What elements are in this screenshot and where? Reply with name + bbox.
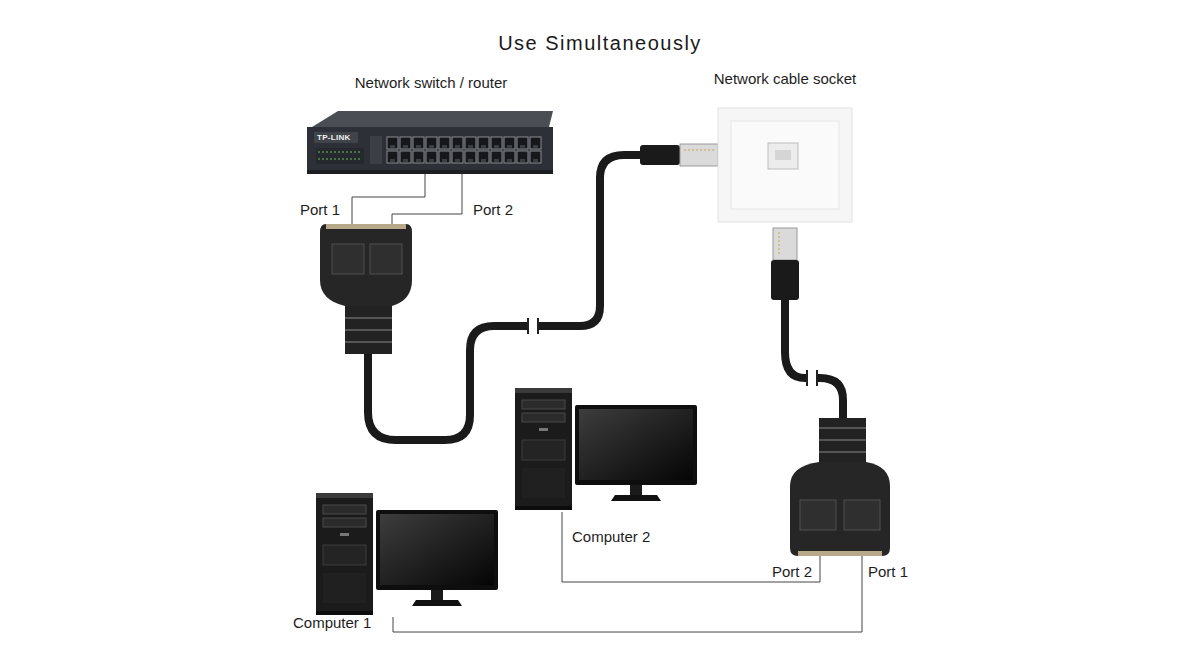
splitter-body	[790, 462, 890, 556]
node-label: Network cable socket	[700, 70, 870, 88]
splitter-port	[370, 244, 402, 274]
switch-top	[312, 111, 553, 127]
computer-illustration	[515, 388, 697, 510]
splitter-port	[332, 244, 364, 274]
wall-socket	[718, 108, 852, 222]
rib	[819, 427, 866, 429]
node-label: Network switch / router	[300, 74, 562, 92]
splitter	[790, 418, 890, 556]
rj45-connector	[773, 228, 797, 260]
network-cable	[785, 300, 843, 420]
splitter	[320, 224, 412, 354]
node-label: Computer 2	[572, 528, 702, 546]
port-label: Port 2	[473, 201, 513, 219]
break-mark	[806, 370, 808, 386]
port-label: Port 1	[868, 563, 908, 581]
led-row	[318, 159, 362, 160]
rj45-plug	[771, 260, 799, 300]
led-panel	[316, 148, 364, 164]
splitter-port	[800, 500, 836, 530]
rib	[345, 317, 392, 319]
leader-line	[562, 512, 820, 582]
socket-jack	[768, 143, 798, 169]
socket-node: Network cable socket	[700, 66, 870, 224]
splitter-port	[844, 500, 880, 530]
switch-panel	[370, 136, 382, 164]
socket-plate	[718, 108, 852, 222]
port-grid	[386, 136, 542, 164]
diagram-title: Use Simultaneously	[0, 32, 1200, 55]
rib	[819, 451, 866, 453]
contact-pins	[684, 150, 714, 151]
rib	[345, 329, 392, 331]
splitter-metal	[326, 224, 406, 229]
port-label: Port 1	[300, 201, 340, 219]
leader-line	[392, 174, 462, 224]
computer-node: Computer 1	[290, 488, 502, 638]
cable-break	[528, 316, 538, 336]
computer-illustration	[316, 493, 498, 615]
rib	[819, 439, 866, 441]
socket-face	[731, 121, 839, 209]
switch-edge	[307, 170, 553, 174]
splitter-metal	[798, 551, 882, 556]
strain-relief	[345, 306, 392, 354]
break-mark	[816, 370, 818, 386]
strain-relief	[819, 418, 866, 464]
rib	[345, 341, 392, 343]
splitter-body	[320, 224, 412, 306]
break-mark	[527, 318, 529, 334]
cable-break	[807, 368, 817, 388]
jack-hole	[775, 150, 791, 160]
contact-pins	[779, 232, 780, 256]
switch-front	[307, 127, 553, 174]
leader-line	[352, 174, 425, 224]
brand-plate	[314, 132, 358, 143]
network-cable	[368, 155, 642, 440]
port-label: Port 2	[772, 563, 812, 581]
network-switch	[307, 111, 553, 174]
led-row	[318, 152, 362, 153]
break-mark	[537, 318, 539, 334]
brand-text: TP-LINK	[317, 133, 351, 142]
rj45-connector	[680, 144, 718, 166]
rj45-plug	[640, 145, 680, 165]
switch-node: Network switch / router	[300, 70, 562, 178]
computer-node: Computer 2	[510, 384, 702, 552]
node-label: Computer 1	[293, 614, 453, 632]
